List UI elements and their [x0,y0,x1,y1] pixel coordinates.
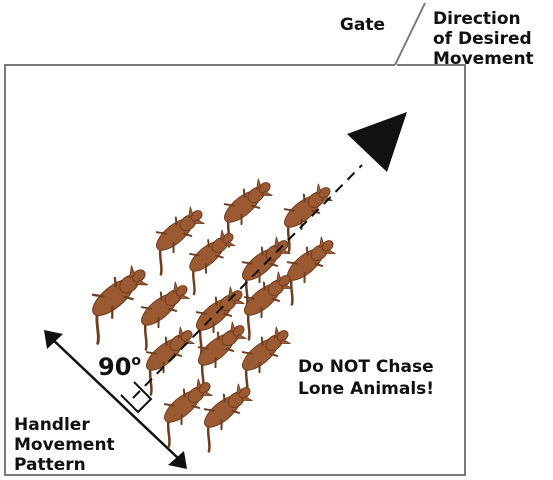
direction-line-2: of Desired [433,29,532,49]
handler-line-3: Pattern [14,455,86,475]
warning-line-2: Lone Animals! [298,379,434,399]
handler-label: Handler Movement Pattern [14,415,121,475]
warning-label: Do NOT Chase Lone Animals! [298,357,440,399]
direction-label: Direction of Desired Movement [433,9,538,69]
handler-line-2: Movement [14,435,115,455]
double-headed-arrow-icon [44,330,187,469]
herd [70,172,348,453]
handler-line-1: Handler [14,415,90,435]
arrow-up-right-icon [347,112,407,172]
degree-symbol: o [131,353,141,369]
direction-line-1: Direction [433,9,521,29]
warning-line-1: Do NOT Chase [298,357,434,377]
pen-outline [4,64,466,476]
direction-line-3: Movement [433,49,534,69]
gate-line [394,2,426,66]
gate-label: Gate [340,15,385,35]
cattle-icon [205,172,285,248]
right-angle-marker-icon [120,381,153,414]
handler-arrow-shaft [49,336,181,461]
cattle-icon [70,258,162,345]
movement-path-line [132,164,363,399]
angle-label: 90o [98,353,141,381]
